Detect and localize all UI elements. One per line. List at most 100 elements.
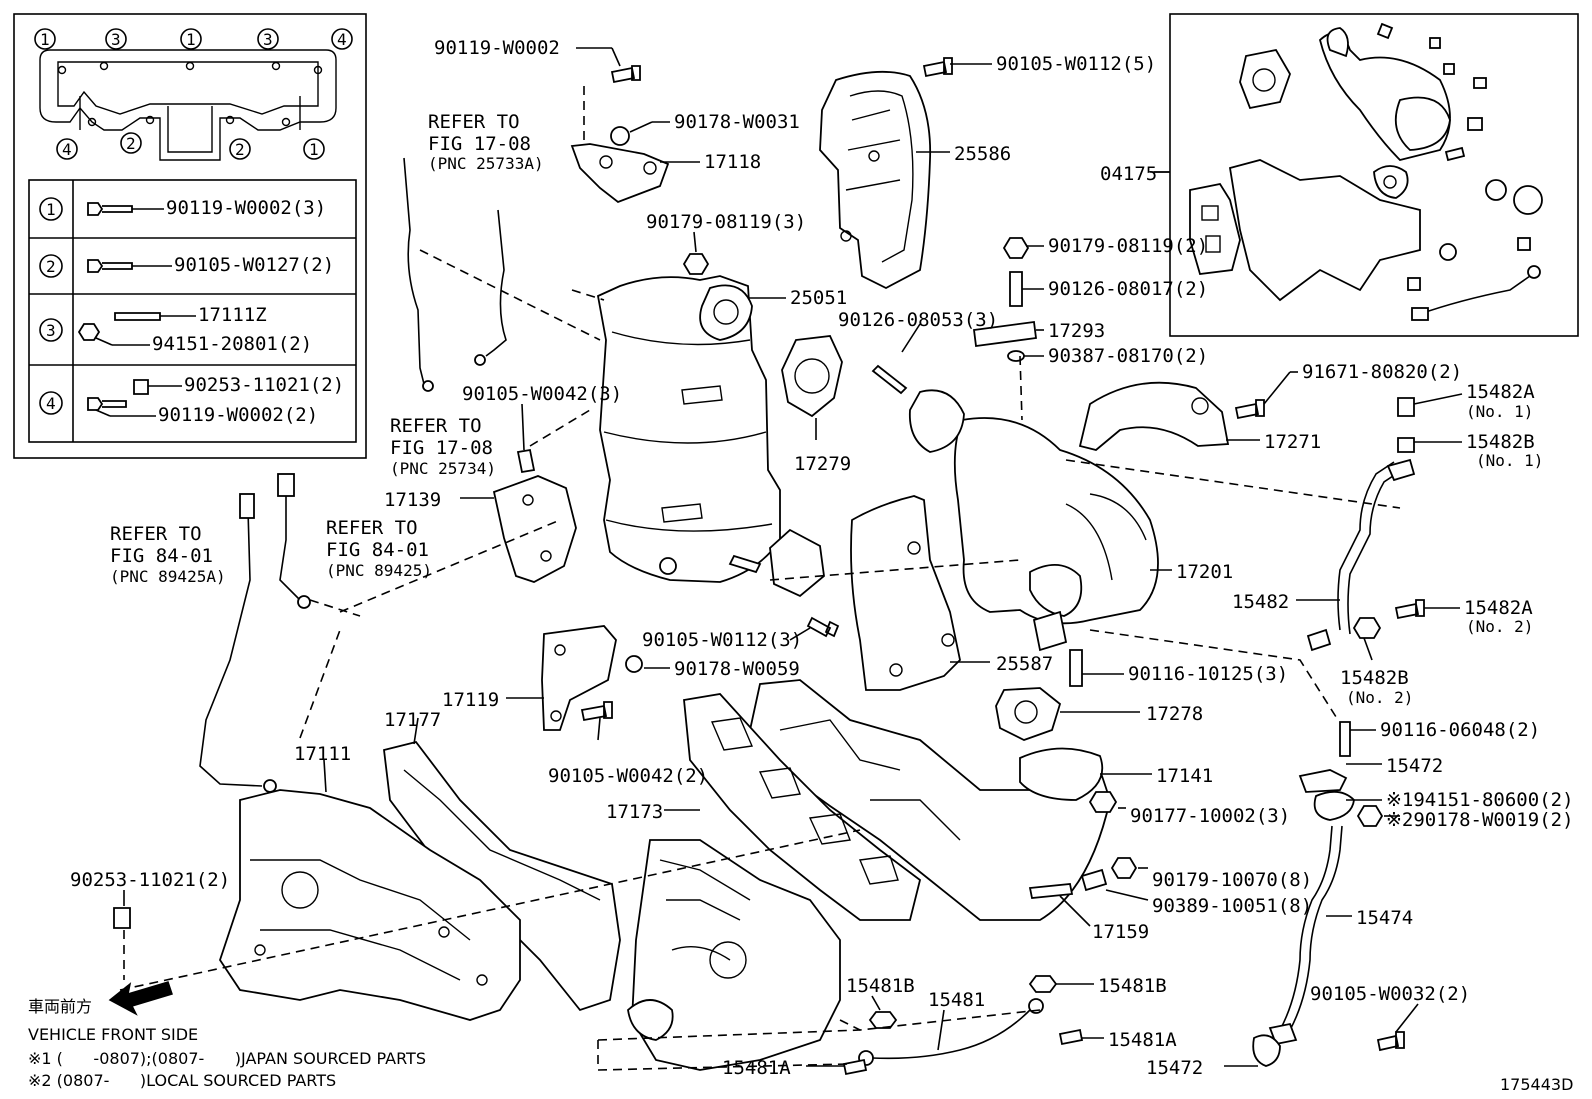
diagram-id: 175443D: [1500, 1075, 1573, 1094]
part-label: 17293: [1048, 320, 1105, 342]
part-label: 17278: [1146, 703, 1203, 725]
part-label: 90105-W0042(2): [548, 765, 708, 787]
part-label: 17177: [384, 709, 441, 731]
legend-part: 17111Z: [198, 304, 267, 326]
legend-row-num: 3: [46, 321, 56, 340]
part-label: 90119-W0002: [434, 37, 560, 59]
legend-part: 90119-W0002(2): [158, 404, 318, 426]
legend-row-1: 1 90119-W0002(3): [39, 197, 326, 221]
legend-box: 1 3 1 3 4 4 2 2 1 1 90119-W0002(3) 2 901…: [13, 13, 367, 459]
vehicle-front-en: VEHICLE FRONT SIDE: [28, 1025, 198, 1044]
part-label: ※194151-80600(2): [1386, 789, 1574, 811]
refer-line: (PNC 89425): [326, 561, 432, 580]
footnote-1: ※1 ( -0807);(0807- )JAPAN SOURCED PARTS: [28, 1049, 426, 1068]
part-label: 90105-W0112(5): [996, 53, 1156, 75]
part-label: 90179-08119(2): [1048, 235, 1208, 257]
parts-drawings: [108, 57, 1425, 1076]
refer-line: (PNC 25733A): [428, 154, 544, 173]
footer-notes: 車両前方 VEHICLE FRONT SIDE ※1 ( -0807);(080…: [28, 997, 1573, 1094]
part-label: 90178-W0059: [674, 658, 800, 680]
refer-line: (PNC 25734): [390, 459, 496, 478]
footnote-2: ※2 (0807- )LOCAL SOURCED PARTS: [28, 1071, 336, 1090]
legend-circle: 3: [111, 30, 121, 49]
part-labels: 90119-W0002 90105-W0112(5) 90178-W0031 1…: [70, 37, 1574, 1079]
part-label: 90389-10051(8): [1152, 895, 1312, 917]
part-label: 17118: [704, 151, 761, 173]
part-label: 17111: [294, 743, 351, 765]
assembly-dashed-lines: [119, 86, 1401, 1071]
part-label: 90105-W0032(2): [1310, 983, 1470, 1005]
part-label: 04175: [1100, 163, 1157, 185]
legend-part: 90105-W0127(2): [174, 254, 334, 276]
part-label: 90116-10125(3): [1128, 663, 1288, 685]
legend-circle: 1: [309, 140, 319, 159]
part-label: 17279: [794, 453, 851, 475]
legend-circle: 2: [235, 140, 245, 159]
part-label: 15474: [1356, 907, 1413, 929]
part-label: 25587: [996, 653, 1053, 675]
part-label: 15481B: [846, 975, 915, 997]
legend-circle: 3: [263, 30, 273, 49]
part-label: 17141: [1156, 765, 1213, 787]
legend-row-num: 2: [46, 257, 56, 276]
legend-circle: 1: [186, 30, 196, 49]
part-label: 90126-08053(3): [838, 309, 998, 331]
part-label: 15481A: [1108, 1029, 1177, 1051]
refer-line: REFER TO: [428, 111, 520, 133]
legend-row-4: 4 90253-11021(2) 90119-W0002(2): [39, 374, 344, 426]
part-label: 90253-11021(2): [70, 869, 230, 891]
refer-line: REFER TO: [326, 517, 418, 539]
legend-circle: 1: [40, 30, 50, 49]
part-label: 90116-06048(2): [1380, 719, 1540, 741]
legend-circle: 4: [62, 140, 72, 159]
part-label: 90126-08017(2): [1048, 278, 1208, 300]
vehicle-front-arrow-icon: [108, 981, 173, 1016]
part-label: 15472: [1146, 1057, 1203, 1079]
part-label: 90387-08170(2): [1048, 345, 1208, 367]
part-label: 15482B: [1340, 667, 1409, 689]
part-label: 90179-08119(3): [646, 211, 806, 233]
leader-lines: [123, 47, 1463, 1067]
part-label: 90179-10070(8): [1152, 869, 1312, 891]
part-label: 17173: [606, 801, 663, 823]
refer-line: FIG 17-08: [428, 133, 531, 155]
part-label: 15481B: [1098, 975, 1167, 997]
refer-line: FIG 17-08: [390, 437, 493, 459]
part-label: 17271: [1264, 431, 1321, 453]
legend-row-num: 4: [46, 394, 56, 413]
part-label: 15482B: [1466, 431, 1535, 453]
legend-circle-markers: 1 3 1 3 4 4 2 2 1: [34, 28, 353, 160]
part-label: 15481A: [722, 1057, 791, 1079]
refer-line: FIG 84-01: [110, 545, 213, 567]
part-label: 15482A: [1464, 597, 1533, 619]
part-label: 15482: [1232, 591, 1289, 613]
refer-notes: REFER TO FIG 17-08 (PNC 25733A) REFER TO…: [110, 111, 544, 586]
part-label: 17139: [384, 489, 441, 511]
legend-row-num: 1: [46, 200, 56, 219]
refer-line: FIG 84-01: [326, 539, 429, 561]
refer-line: REFER TO: [390, 415, 482, 437]
part-label: ※290178-W0019(2): [1386, 809, 1574, 831]
legend-part: 90253-11021(2): [184, 374, 344, 396]
part-label: 17119: [442, 689, 499, 711]
legend-row-3: 3 17111Z 94151-20801(2): [39, 304, 312, 355]
part-label: 90178-W0031: [674, 111, 800, 133]
part-label: 17201: [1176, 561, 1233, 583]
part-label: 90105-W0112(3): [642, 629, 802, 651]
legend-circle: 2: [126, 134, 136, 153]
part-label: 90177-10002(3): [1130, 805, 1290, 827]
part-label: (No. 1): [1476, 451, 1543, 470]
part-label: (No. 2): [1346, 688, 1413, 707]
vehicle-front-jp: 車両前方: [28, 997, 92, 1016]
part-label: 25586: [954, 143, 1011, 165]
legend-row-2: 2 90105-W0127(2): [39, 254, 334, 278]
legend-part: 90119-W0002(3): [166, 197, 326, 219]
part-label: 25051: [790, 287, 847, 309]
part-label: 15481: [928, 989, 985, 1011]
part-label: 15472: [1386, 755, 1443, 777]
part-label: 17159: [1092, 921, 1149, 943]
legend-part: 94151-20801(2): [152, 333, 312, 355]
part-label: (No. 1): [1466, 402, 1533, 421]
part-label: 91671-80820(2): [1302, 361, 1462, 383]
